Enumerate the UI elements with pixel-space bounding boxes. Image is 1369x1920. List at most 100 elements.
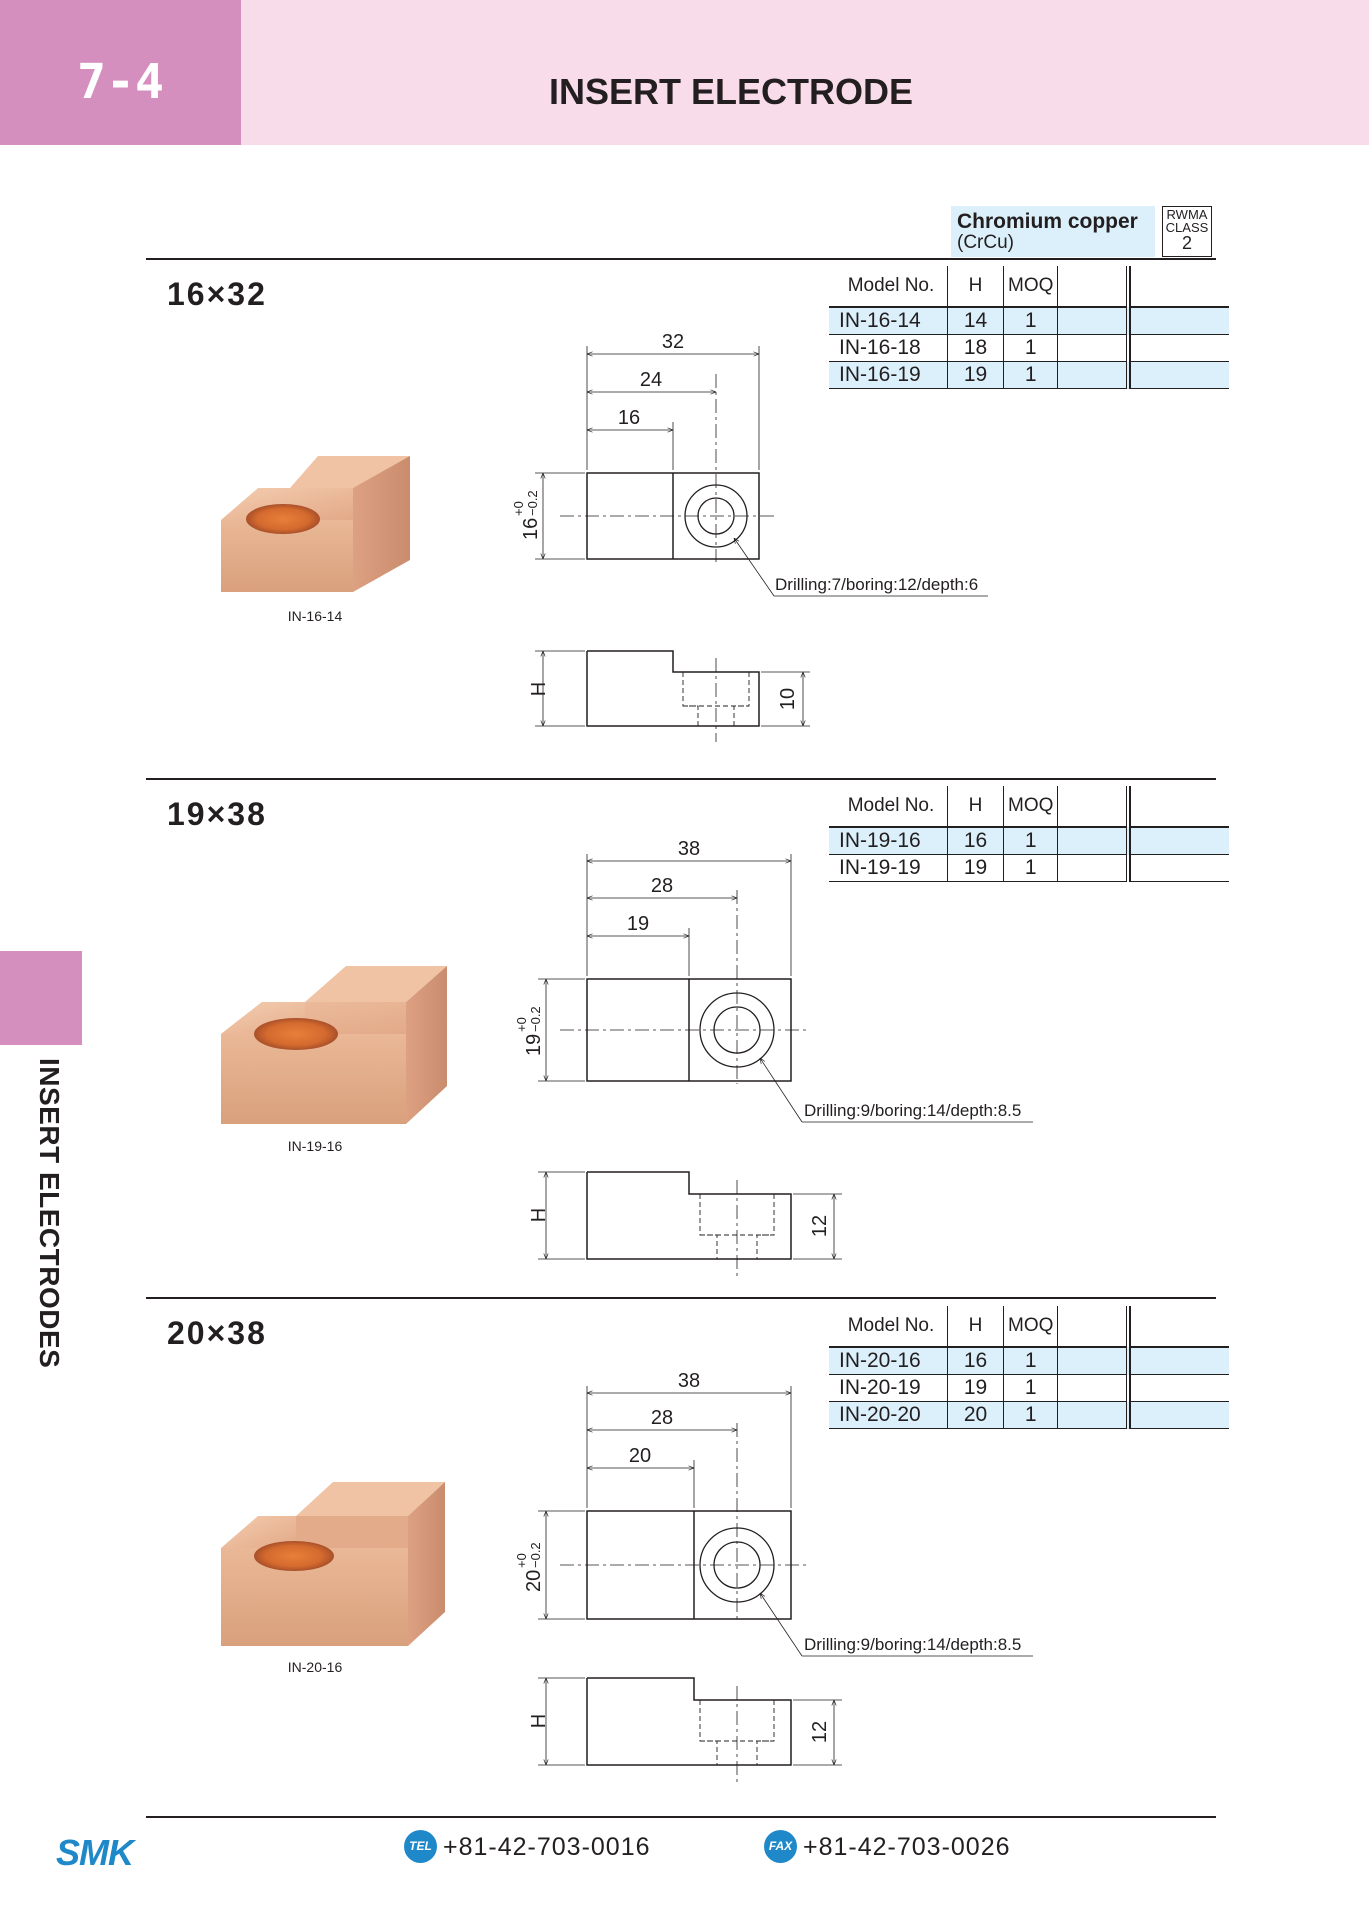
drilling-note: Drilling:9/boring:14/depth:8.5: [804, 1101, 1021, 1120]
moq-cell: 1: [1002, 334, 1058, 362]
section-rule: [146, 258, 1216, 260]
h-cell: 19: [947, 854, 1004, 882]
product-photo: [221, 966, 447, 1124]
dim-label: 32: [662, 331, 684, 353]
dim-label: 20: [629, 1445, 651, 1467]
company-logo[interactable]: SMK: [56, 1832, 134, 1873]
section-title: 19×38: [167, 796, 267, 832]
h-cell: 19: [947, 1374, 1004, 1402]
spec-table: Model No. H MOQ IN-16-14 14 1 IN-16-18 1…: [829, 266, 1230, 389]
dim-label: 28: [651, 875, 673, 897]
moq-cell: 1: [1002, 361, 1058, 389]
fax-icon: FAX: [764, 1830, 797, 1863]
rwma-class-box: RWMA CLASS 2: [1162, 206, 1212, 257]
chapter-box: [0, 0, 241, 145]
col-moq: MOQ: [1002, 266, 1058, 308]
col-model: Model No.: [829, 266, 948, 308]
hidden-line: [682, 672, 699, 726]
phone-number[interactable]: +81-42-703-0016: [443, 1833, 651, 1861]
drawing-outline: [586, 1171, 792, 1260]
dim-label: H: [528, 1714, 550, 1728]
model-cell: IN-19-16: [829, 827, 948, 855]
tolerance-upper: +0: [514, 1017, 529, 1032]
dim-label: 10: [777, 688, 799, 710]
model-cell: IN-20-20: [829, 1401, 948, 1429]
dim-label: H: [528, 1208, 550, 1222]
h-cell: 16: [947, 827, 1004, 855]
col-model: Model No.: [829, 786, 948, 828]
drilling-note: Drilling:7/boring:12/depth:6: [775, 575, 978, 594]
moq-cell: 1: [1002, 854, 1058, 882]
h-cell: 20: [947, 1401, 1004, 1429]
leader-line: [760, 1593, 803, 1657]
spec-table: Model No. H MOQ IN-19-16 16 1 IN-19-19 1…: [829, 786, 1230, 882]
phone-icon: TEL: [404, 1830, 437, 1863]
dim-label: 16: [618, 407, 640, 429]
fax-number[interactable]: +81-42-703-0026: [803, 1833, 1011, 1861]
material-box: [951, 206, 1155, 257]
rwma-line1: RWMA: [1166, 207, 1208, 222]
h-cell: 18: [947, 334, 1004, 362]
model-cell: IN-20-16: [829, 1347, 948, 1375]
footer-rule: [146, 1816, 1216, 1818]
model-cell: IN-19-19: [829, 854, 948, 882]
photo-hole: [246, 504, 320, 534]
tolerance-upper: +0: [514, 1553, 529, 1568]
col-h: H: [947, 266, 1004, 308]
photo-face: [221, 1516, 296, 1548]
hidden-line: [756, 1700, 775, 1765]
photo-face: [305, 966, 447, 1002]
dim-label: 16: [520, 518, 542, 540]
photo-label: IN-19-16: [287, 1138, 343, 1154]
rwma-line2: CLASS: [1165, 220, 1209, 235]
tolerance-lower: −0.2: [528, 1542, 543, 1568]
material-symbol: (CrCu): [957, 232, 1014, 253]
table-row[interactable]: IN-16-19 19 1: [829, 361, 1230, 389]
dim-label: 12: [809, 1721, 831, 1743]
photo-face: [221, 1548, 408, 1646]
table-row[interactable]: IN-20-16 16 1: [829, 1347, 1230, 1375]
side-tab[interactable]: [0, 951, 82, 1045]
table-row[interactable]: IN-19-19 19 1: [829, 854, 1230, 882]
dim-label: 24: [640, 369, 662, 391]
product-photo: [221, 456, 410, 592]
table-row[interactable]: IN-19-16 16 1: [829, 827, 1230, 855]
tolerance-lower: −0.2: [525, 490, 540, 516]
moq-cell: 1: [1002, 307, 1058, 335]
material-name: Chromium copper: [957, 210, 1138, 233]
tolerance-upper: +0: [511, 501, 526, 516]
model-cell: IN-20-19: [829, 1374, 948, 1402]
table-row[interactable]: IN-16-18 18 1: [829, 334, 1230, 362]
photo-face: [221, 520, 353, 592]
col-model: Model No.: [829, 1306, 948, 1348]
leader-line: [734, 538, 775, 597]
hidden-line: [756, 1194, 775, 1259]
table-row[interactable]: IN-16-14 14 1: [829, 307, 1230, 335]
photo-face: [296, 1516, 408, 1548]
spec-table: Model No. H MOQ IN-20-16 16 1 IN-20-19 1…: [829, 1306, 1230, 1429]
moq-cell: 1: [1002, 1347, 1058, 1375]
model-cell: IN-16-18: [829, 334, 948, 362]
photo-face: [221, 1034, 406, 1124]
hidden-line: [699, 1700, 718, 1765]
page-title: INSERT ELECTRODE: [548, 71, 914, 112]
photo-label: IN-20-16: [287, 1659, 343, 1675]
section-rule: [146, 1297, 1216, 1299]
model-cell: IN-16-19: [829, 361, 948, 389]
photo-face: [296, 1482, 445, 1516]
col-moq: MOQ: [1002, 786, 1058, 828]
photo-hole: [254, 1541, 334, 1571]
moq-cell: 1: [1002, 1401, 1058, 1429]
table-row[interactable]: IN-20-20 20 1: [829, 1401, 1230, 1429]
hidden-line: [733, 672, 750, 726]
dim-label: 38: [678, 1370, 700, 1392]
photo-face: [353, 456, 410, 592]
table-row[interactable]: IN-20-19 19 1: [829, 1374, 1230, 1402]
drilling-note: Drilling:9/boring:14/depth:8.5: [804, 1635, 1021, 1654]
dim-label: 19: [523, 1034, 545, 1056]
col-h: H: [947, 786, 1004, 828]
col-h: H: [947, 1306, 1004, 1348]
moq-cell: 1: [1002, 827, 1058, 855]
rwma-line3: 2: [1181, 233, 1192, 253]
